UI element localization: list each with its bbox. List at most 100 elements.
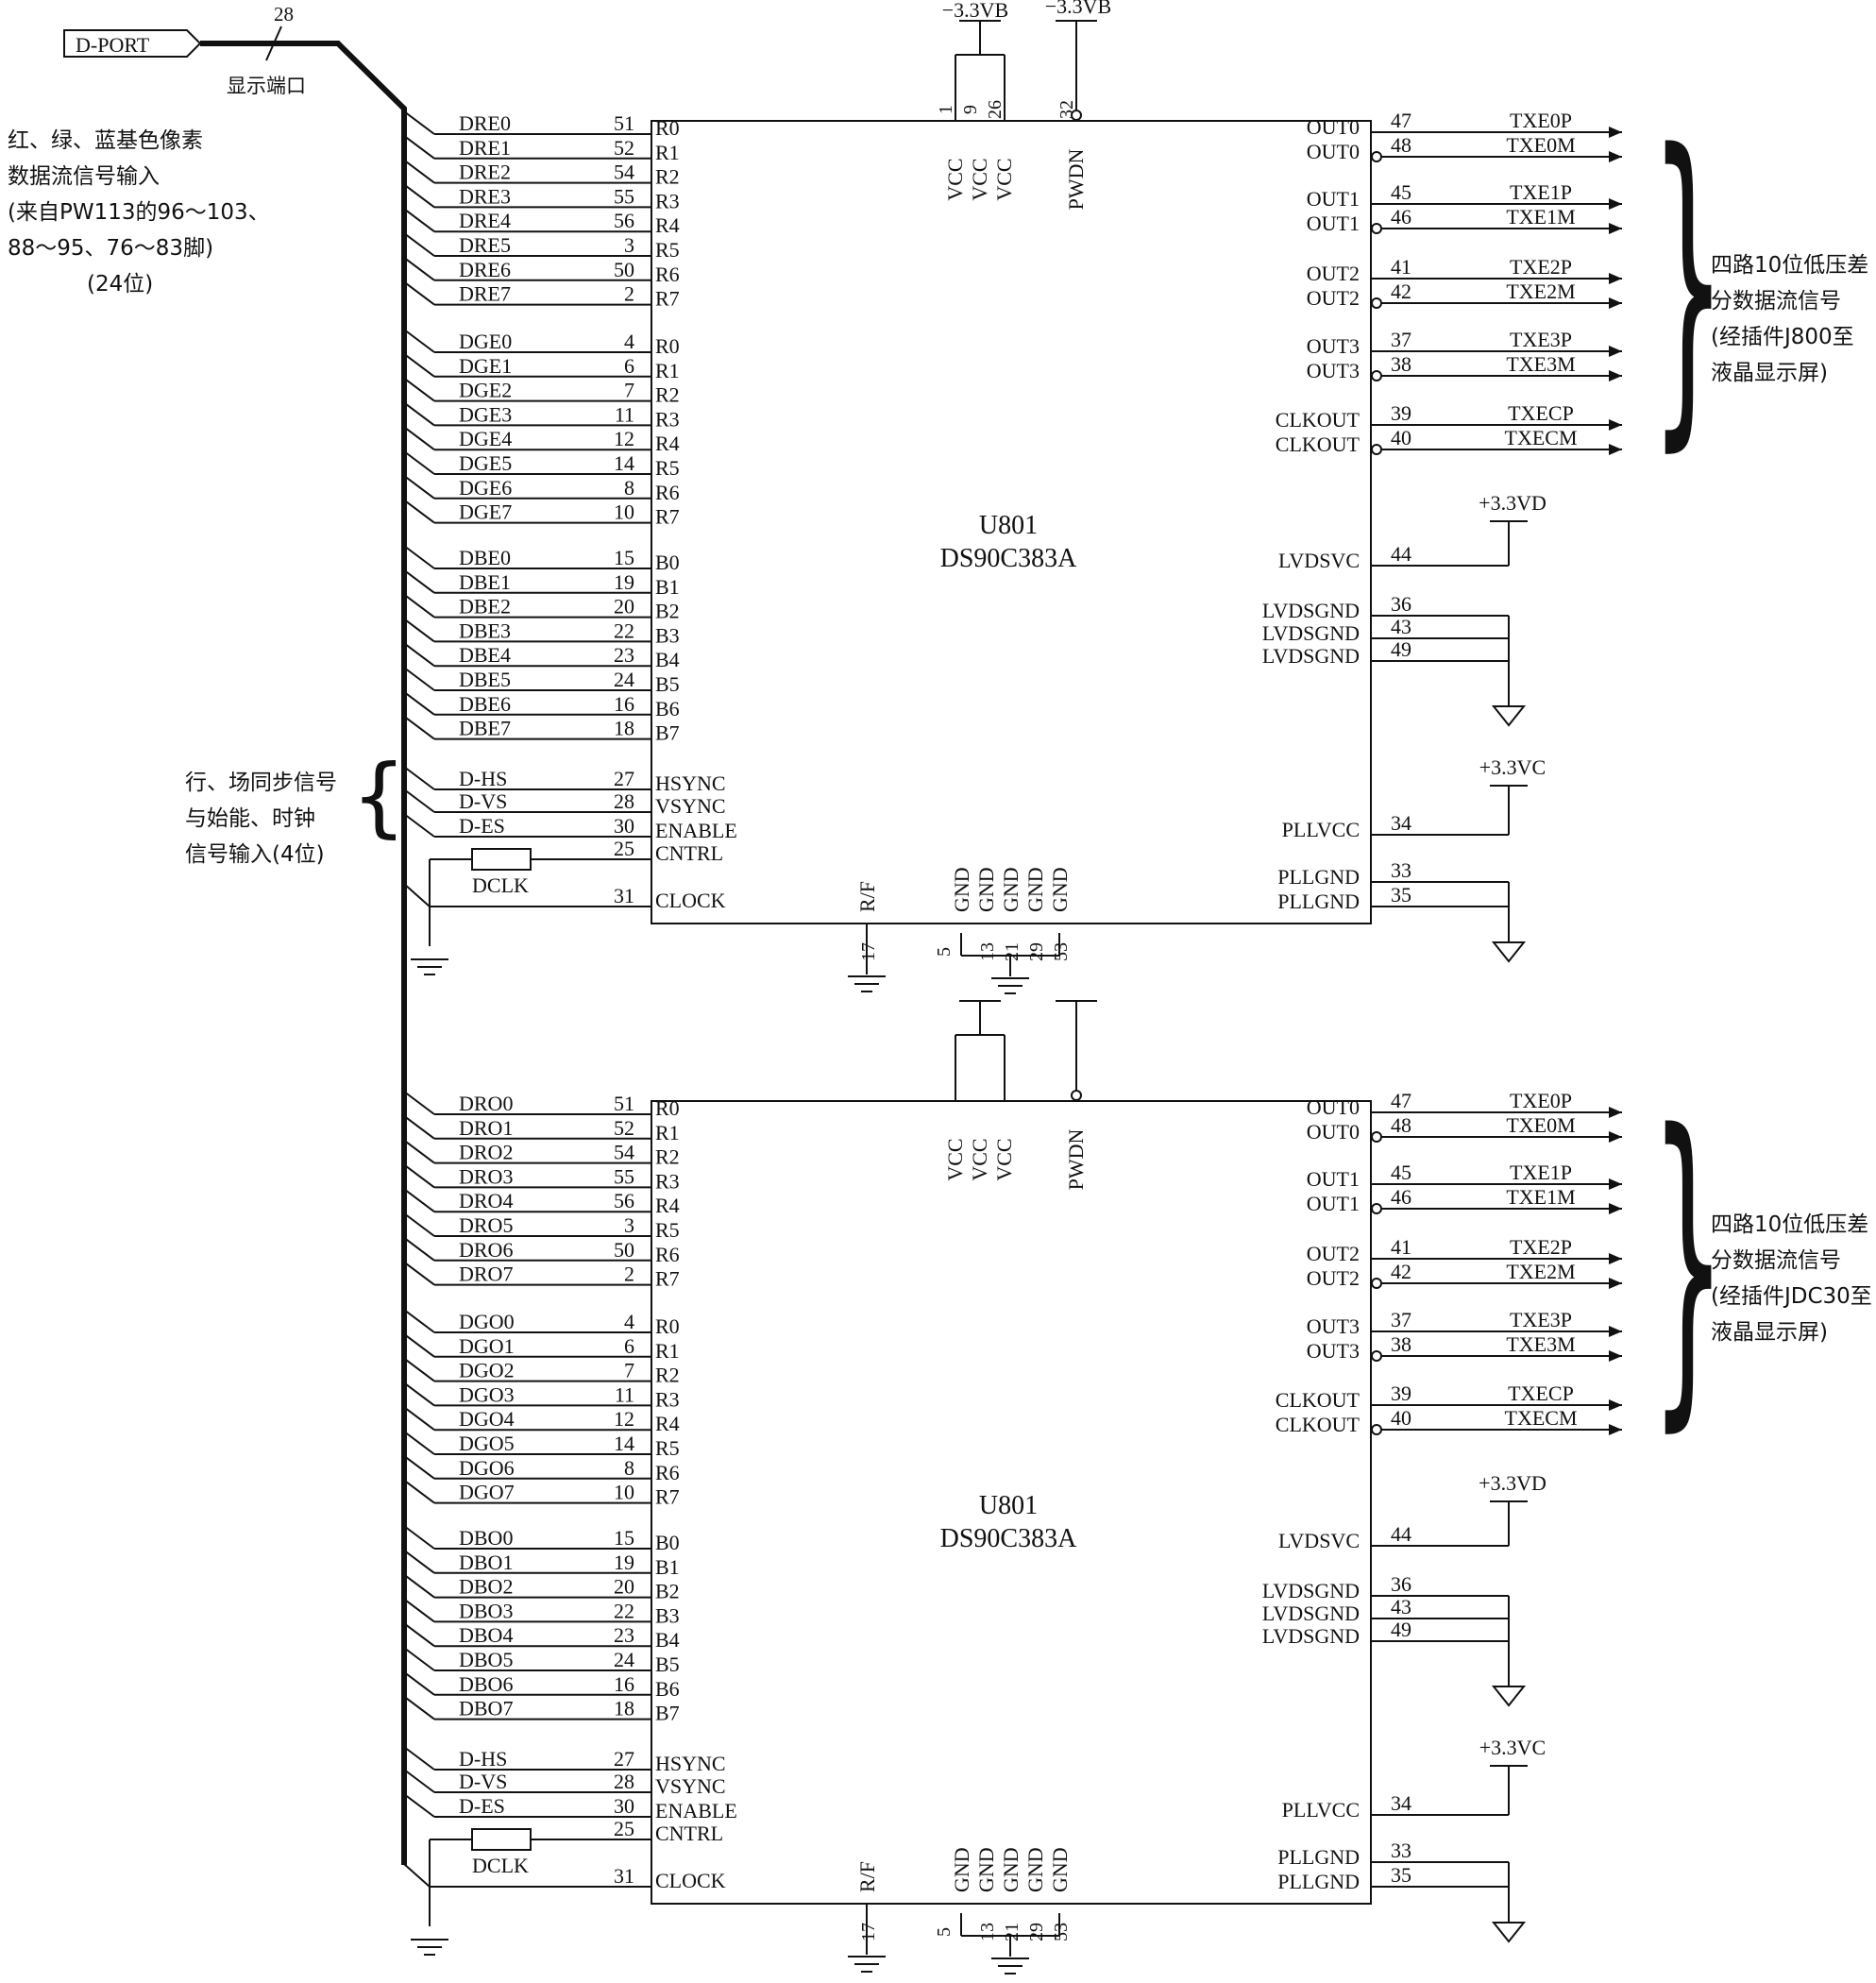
input-pin-number: 6 <box>624 1334 634 1358</box>
supply-label-vb: −3.3VB <box>1045 0 1111 18</box>
output-pin-number: 37 <box>1391 328 1411 351</box>
lvdsvc-pin-number: 44 <box>1391 542 1411 566</box>
bus-entry <box>403 110 435 135</box>
output-pin-number: 48 <box>1391 1113 1411 1137</box>
bus-entry <box>403 1115 435 1140</box>
output-pin-number: 38 <box>1391 1332 1411 1356</box>
bus-entry <box>403 183 435 209</box>
input-pin-number: 54 <box>614 161 634 184</box>
output-net-label: TXE2M <box>1506 1260 1575 1283</box>
input-pin-number: 50 <box>614 1238 634 1262</box>
bus-entry <box>403 474 435 500</box>
pllvcc-pin-name: PLLVCC <box>1282 818 1360 841</box>
lvdsgnd-pin-number: 43 <box>1391 1595 1411 1619</box>
lvdsgnd-pin-name: LVDSGND <box>1262 1579 1360 1602</box>
bottom-pin-name: GND <box>1048 1847 1072 1892</box>
output-inversion-bubble <box>1371 1278 1382 1289</box>
input-pin-name: R0 <box>655 1314 680 1338</box>
bottom-pin-name: GND <box>1023 867 1047 912</box>
output-pin-name: OUT1 <box>1307 1167 1360 1191</box>
bus-entry <box>403 1333 435 1358</box>
input-pin-name: R6 <box>655 1243 680 1266</box>
bus-entry <box>403 232 435 257</box>
top-pin-number: 9 <box>960 105 981 114</box>
output-pin-name: OUT0 <box>1307 140 1360 163</box>
bottom-pin-name: GND <box>974 1847 998 1892</box>
bus-entry <box>403 813 435 838</box>
output-pin-number: 38 <box>1391 352 1411 376</box>
output-net-label: TXE2M <box>1506 280 1575 303</box>
bus-wire-number: 28 <box>274 3 294 25</box>
input-net-label: DRO5 <box>459 1213 513 1237</box>
dclk-label: DCLK <box>472 873 529 897</box>
input-net-label: DRE4 <box>459 209 511 232</box>
bottom-pin-name: GND <box>1023 1847 1047 1892</box>
output-pin-name: CLKOUT <box>1276 432 1361 456</box>
output-brace-bottom: } <box>1650 1063 1727 1459</box>
top-pin-name: VCC <box>992 158 1016 200</box>
d-port-connector <box>63 29 202 58</box>
pllgnd-pin-name: PLLGND <box>1277 1870 1360 1893</box>
input-pin-name: R3 <box>655 189 680 212</box>
top-pin-number: 1 <box>936 105 956 114</box>
input-net-label: DRO3 <box>459 1164 513 1188</box>
bus-entry <box>403 1455 435 1480</box>
sync-pin-number: 28 <box>614 789 634 813</box>
output-arrow <box>1609 346 1622 357</box>
d-port-caption: 显示端口 <box>227 75 306 97</box>
top-pin-name: VCC <box>992 1138 1016 1180</box>
bus-entry <box>403 642 435 668</box>
lvdsgnd-pin-number: 49 <box>1391 637 1411 661</box>
top-pin-name: VCC <box>968 158 991 200</box>
bottom-pin-name: GND <box>974 867 998 912</box>
sync-brace: { <box>351 746 407 847</box>
lvds-annotation-line: 分数据流信号 <box>1711 1248 1841 1273</box>
top-pin-name: VCC <box>968 1138 991 1180</box>
output-pin-number: 46 <box>1391 1185 1411 1209</box>
top-pin-name: VCC <box>943 158 967 200</box>
bus-entry <box>403 1793 435 1818</box>
bus-entry <box>403 256 435 281</box>
pllgnd-pin-name: PLLGND <box>1277 865 1360 889</box>
output-arrow <box>1609 1399 1622 1411</box>
input-pin-number: 56 <box>614 1189 634 1212</box>
input-pin-number: 3 <box>624 1213 634 1237</box>
sync-pin-name: VSYNC <box>655 794 726 818</box>
bottom-pin-number: 53 <box>1051 1923 1072 1941</box>
input-pin-name: R6 <box>655 263 680 286</box>
supply-label-vd: +3.3VD <box>1479 1471 1546 1495</box>
bus-entry <box>403 1550 435 1574</box>
output-arrow <box>1609 1203 1622 1214</box>
input-pin-name: R1 <box>655 1339 680 1363</box>
lvds-annotation-line: 四路10位低压差 <box>1711 1212 1869 1237</box>
sync-net-label: D-HS <box>459 1747 507 1771</box>
input-net-label: DGO5 <box>459 1432 515 1455</box>
input-pin-number: 24 <box>614 668 634 691</box>
bus-entry <box>403 401 435 427</box>
input-pin-name: R3 <box>655 1169 680 1193</box>
input-pin-name: B2 <box>655 1580 680 1603</box>
input-pin-number: 22 <box>614 1599 634 1622</box>
output-pin-name: CLKOUT <box>1276 1388 1361 1412</box>
input-net-label: DGE6 <box>459 476 512 500</box>
input-pin-number: 7 <box>624 1359 634 1382</box>
output-arrow <box>1609 297 1622 309</box>
input-pin-name: B4 <box>655 1628 680 1652</box>
input-pin-name: B5 <box>655 1652 680 1676</box>
lvds-annotation-line: 四路10位低压差 <box>1711 253 1869 278</box>
input-pin-number: 20 <box>614 1575 634 1599</box>
rgb-annotation-line: (来自PW113的96～103、 <box>8 200 270 225</box>
top-pin-name: PWDN <box>1064 1129 1088 1191</box>
input-pin-number: 22 <box>614 619 634 642</box>
input-net-label: DRO4 <box>459 1189 513 1212</box>
input-pin-number: 55 <box>614 1164 634 1188</box>
input-pin-number: 12 <box>614 1407 634 1431</box>
input-net-label: DBE2 <box>459 595 511 619</box>
bottom-pin-name: GND <box>950 1847 973 1892</box>
input-net-label: DBO7 <box>459 1697 513 1720</box>
supply-label-vd: +3.3VD <box>1479 491 1546 515</box>
input-pin-name: B3 <box>655 1603 680 1627</box>
bus-entry <box>403 715 435 740</box>
input-net-label: DRO0 <box>459 1092 513 1115</box>
